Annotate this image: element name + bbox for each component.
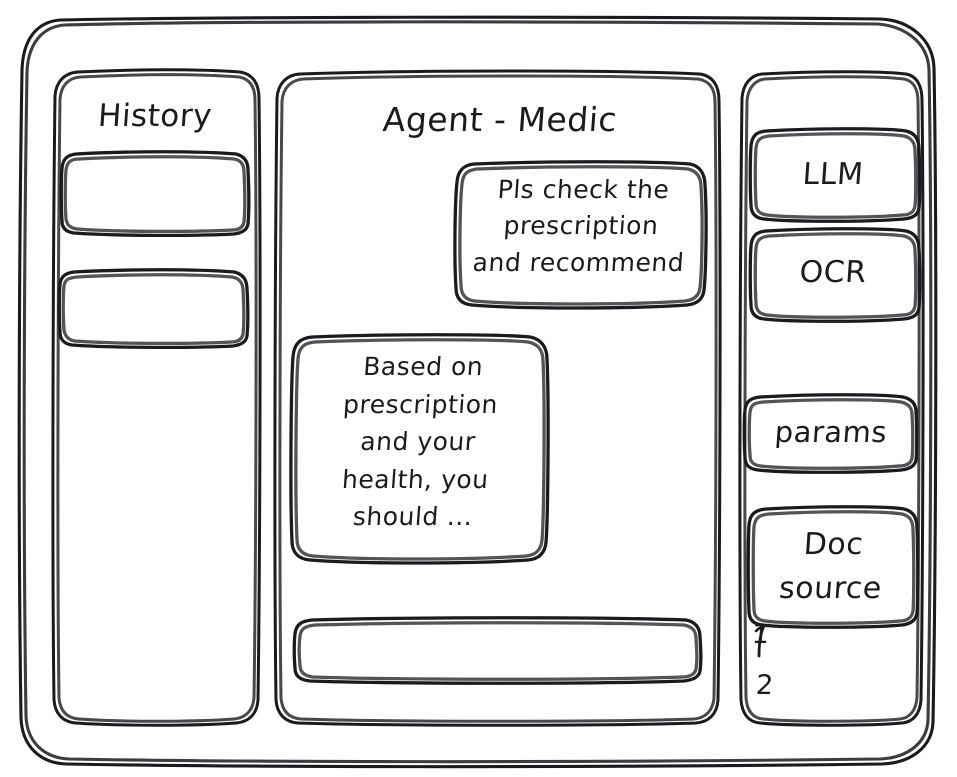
history-item-2[interactable] — [59, 270, 248, 347]
message-input[interactable] — [294, 618, 701, 682]
tool-llm-button[interactable] — [750, 129, 920, 221]
tool-ocr-button[interactable] — [750, 229, 920, 321]
history-item-1[interactable] — [61, 152, 249, 235]
tool-params-button[interactable] — [744, 395, 917, 472]
user-message-bubble[interactable] — [455, 162, 706, 309]
assistant-message-bubble[interactable] — [291, 335, 548, 565]
doc-source-card[interactable] — [748, 507, 918, 627]
